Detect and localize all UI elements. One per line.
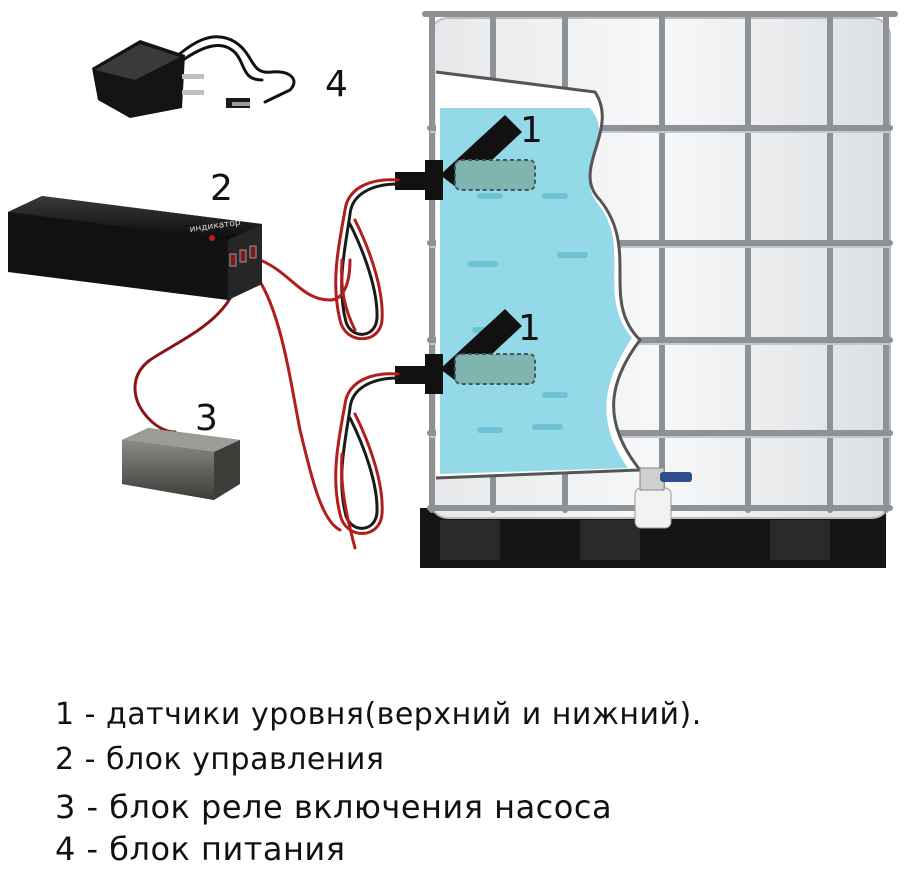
connector-jacks [229, 245, 257, 267]
legend-item-power-supply: 4 - блок питания [55, 830, 346, 868]
level-sensor-top [395, 115, 536, 200]
label-2: 2 [210, 168, 233, 209]
power-supply [92, 40, 250, 118]
relay-unit [122, 428, 240, 500]
label-1-top: 1 [520, 110, 543, 151]
label-3: 3 [195, 398, 218, 439]
wires [133, 35, 400, 550]
control-unit: индикатор [8, 196, 262, 300]
label-4: 4 [325, 64, 348, 105]
label-1-bottom: 1 [518, 308, 541, 349]
tank-valve [634, 467, 692, 529]
legend-item-relay-unit: 3 - блок реле включения насоса [55, 788, 613, 826]
level-sensor-bottom [395, 309, 536, 394]
ibc-tank [420, 11, 898, 568]
legend-item-control-unit: 2 - блок управления [55, 742, 385, 777]
legend-item-sensors: 1 - датчики уровня(верхний и нижний). [55, 697, 702, 732]
indicator-led [209, 235, 215, 241]
